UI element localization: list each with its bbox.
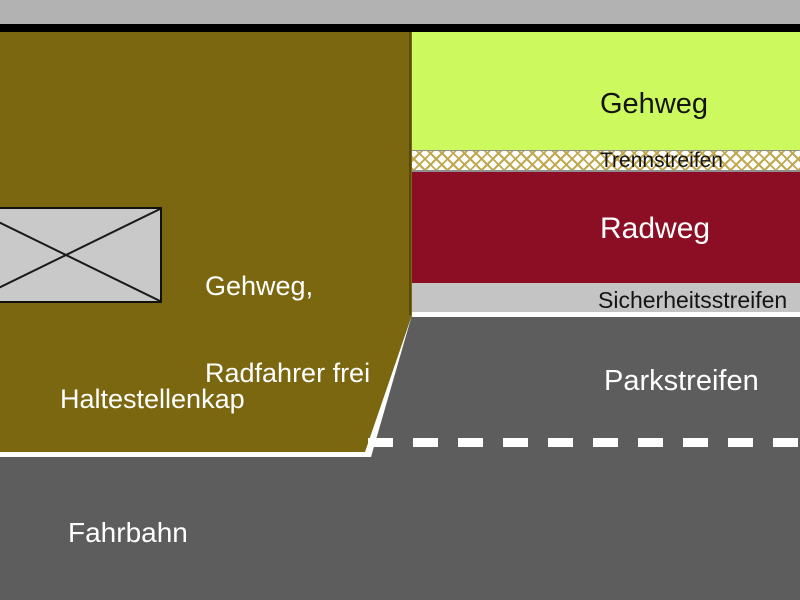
- parkstreifen-zone: [412, 317, 800, 447]
- slide-top-margin: [0, 0, 800, 24]
- gehweg-radfahrer-frei-line2: Radfahrer frei: [205, 358, 371, 388]
- trennstreifen-zone: [412, 150, 800, 172]
- gehweg-radfahrer-frei-label: Gehweg, Radfahrer frei: [205, 214, 370, 446]
- gehweg-radfahrer-frei-line1: Gehweg,: [205, 271, 314, 301]
- gehweg-label: Gehweg: [600, 88, 709, 120]
- radweg-zone: [412, 172, 800, 283]
- shelter-placeholder-box: [0, 207, 162, 303]
- gehweg-zone: [412, 32, 800, 150]
- fahrbahn-zone: [0, 457, 800, 600]
- sicherheitsstreifen-label: Sicherheitsstreifen: [598, 287, 788, 313]
- slide-top-border: [0, 24, 800, 32]
- zone-seam-line: [409, 32, 411, 315]
- lane-dashed-line: [368, 438, 800, 447]
- parkstreifen-label: Parkstreifen: [604, 365, 759, 397]
- fahrbahn-label: Fahrbahn: [68, 517, 188, 548]
- sicherheitsstreifen-zone: [412, 283, 800, 312]
- parkstreifen-curb-line: [412, 312, 800, 317]
- crossed-lines-icon: [0, 209, 160, 301]
- radweg-label: Radweg: [600, 212, 711, 245]
- trennstreifen-label: Trennstreifen: [600, 149, 723, 172]
- haltestellenkap-label: Haltestellenkap: [60, 384, 245, 414]
